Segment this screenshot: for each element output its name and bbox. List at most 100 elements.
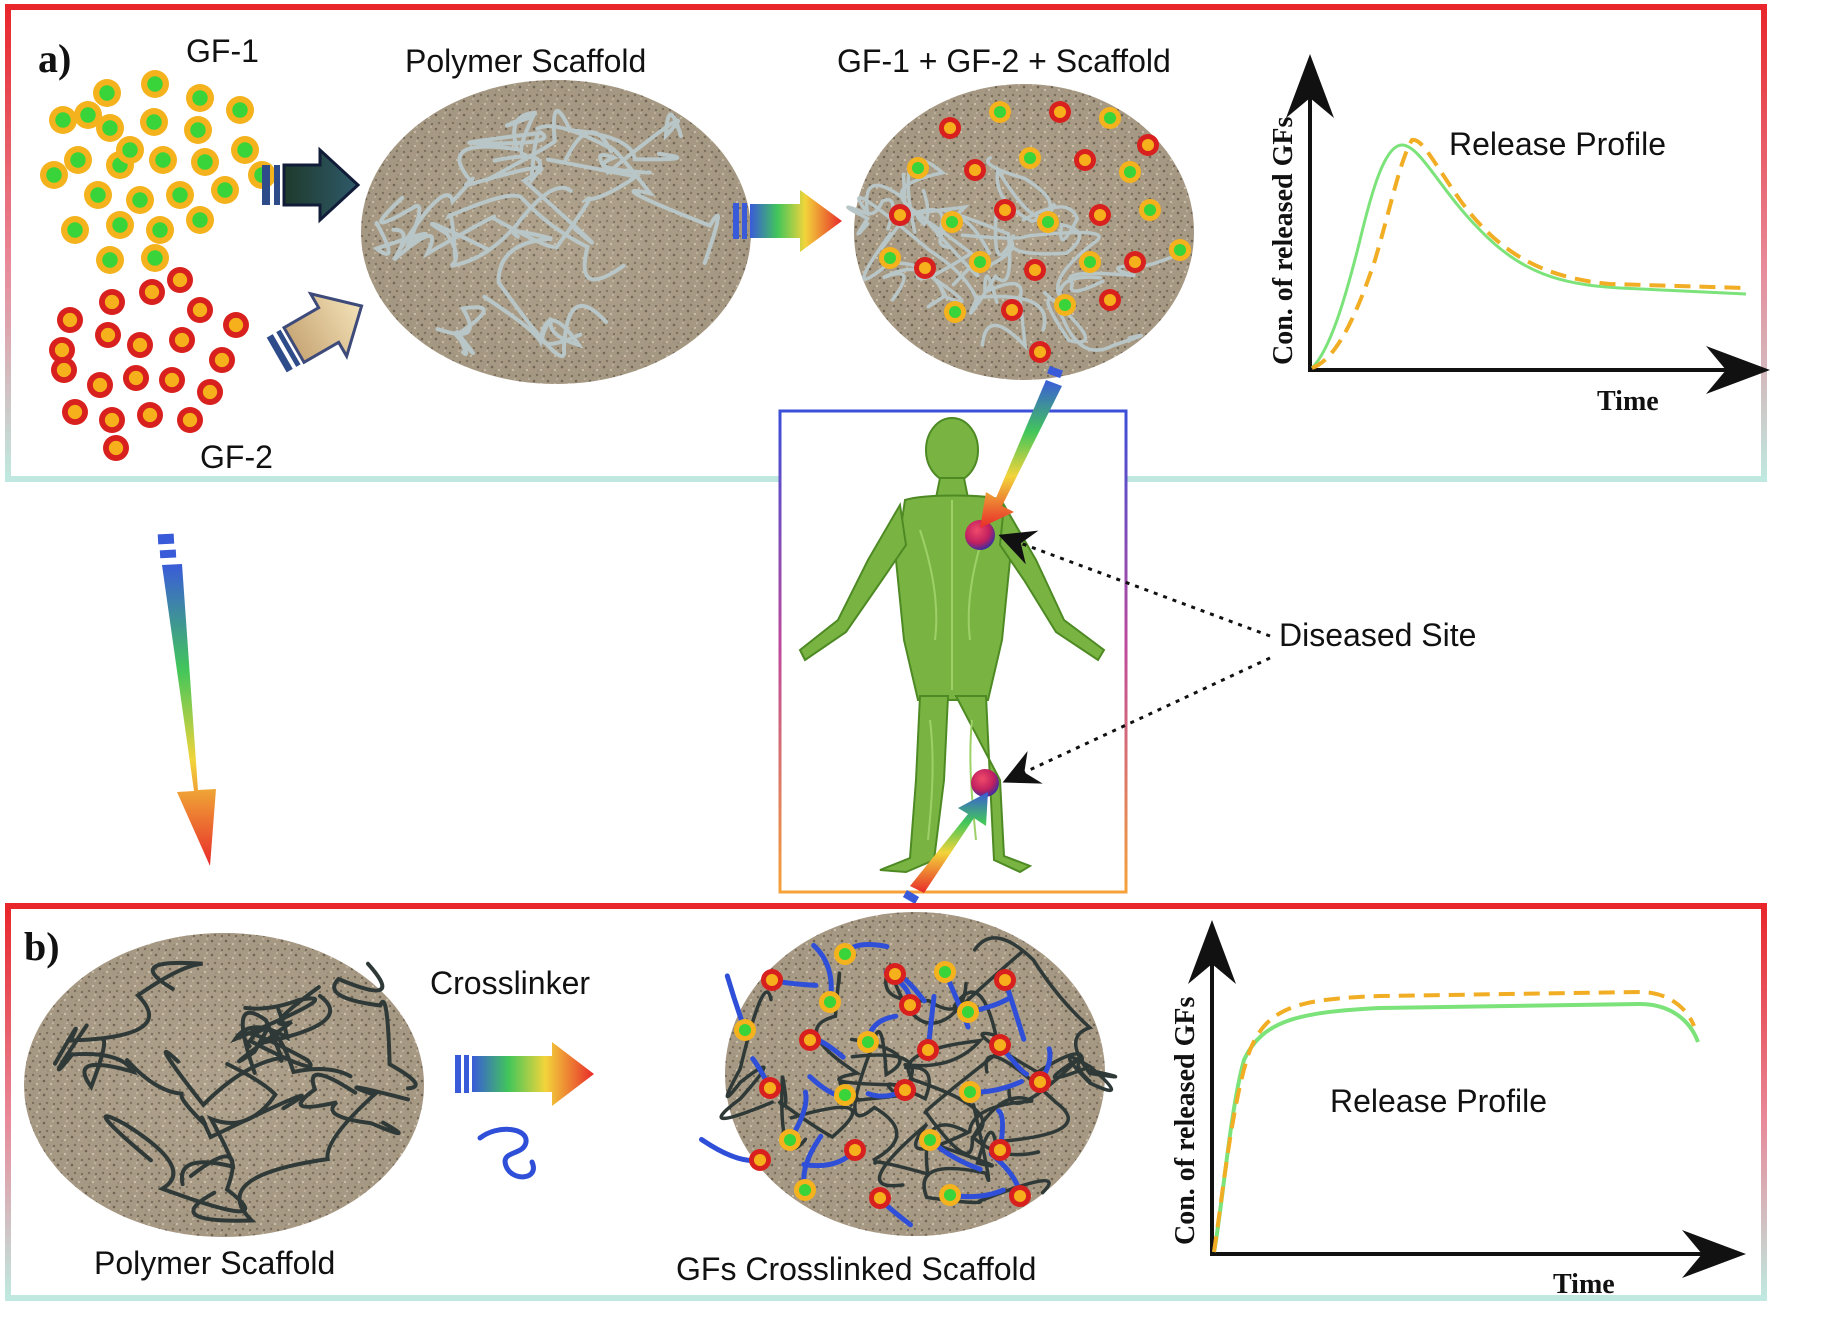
gf2-particle <box>1024 259 1046 281</box>
chart-a-xlabel: Time <box>1597 386 1659 417</box>
gf1-particle <box>919 1129 941 1151</box>
polymer-fiber <box>952 990 1092 1084</box>
polymer-fiber <box>163 1010 284 1108</box>
gf2-particle <box>103 435 129 461</box>
gf1-label: GF-1 <box>186 33 259 69</box>
gf2-particle <box>749 1149 771 1171</box>
gf2-particle <box>1137 134 1159 156</box>
gf2-particle <box>1049 101 1071 123</box>
polymer-scaffold-bottom <box>24 933 424 1237</box>
polymer-fiber <box>399 165 594 250</box>
gf2-particle <box>1099 289 1121 311</box>
polymer-fiber <box>179 1062 278 1187</box>
gf2-particle <box>1124 251 1146 273</box>
polymer-fiber <box>484 108 680 183</box>
polymer-scaffold-top <box>361 80 751 384</box>
gf2-particle <box>894 1079 916 1101</box>
gf1-particle <box>141 244 169 272</box>
chart-b-series-orange <box>1212 989 1696 1253</box>
polymer-fiber <box>598 112 683 176</box>
polymer-fiber <box>862 210 947 309</box>
gf1-particle <box>141 70 169 98</box>
diseased-site-heart <box>965 520 995 550</box>
gf2-particle <box>989 1034 1011 1056</box>
gf1-particle <box>834 1084 856 1106</box>
gf1-particle <box>907 157 929 179</box>
gf1-particle <box>184 116 212 144</box>
gf2-particle <box>99 407 125 433</box>
gf1-particle <box>74 101 102 129</box>
gf2-particle <box>761 969 783 991</box>
gf2-to-scaffold-arrow <box>266 291 364 373</box>
gf1-particle <box>794 1179 816 1201</box>
gf1-particle <box>1054 294 1076 316</box>
gf2-particle <box>139 279 165 305</box>
gf2-particle-cluster <box>49 267 249 461</box>
gf1-particle <box>1139 199 1161 221</box>
gf2-particle <box>197 379 223 405</box>
chart-a-series-orange <box>1311 137 1747 370</box>
gf2-particle <box>159 367 185 393</box>
gf2-particle <box>51 357 77 383</box>
gf1-particle <box>146 216 174 244</box>
polymer-fiber <box>972 936 1117 1079</box>
gf1-particle <box>944 301 966 323</box>
gf1-particle <box>934 961 956 983</box>
gf2-particle <box>939 117 961 139</box>
gf2-particle <box>989 1139 1011 1161</box>
gf2-particle <box>1029 341 1051 363</box>
polymer-fiber <box>372 195 428 256</box>
panel-b-frame <box>5 903 1767 1301</box>
gf1-particle <box>191 148 219 176</box>
gf2-particle <box>917 1039 939 1061</box>
gf1-particle <box>126 186 154 214</box>
gf1-particle <box>734 1019 756 1041</box>
polymer-fiber <box>960 230 1102 297</box>
gf1-particle <box>1079 251 1101 273</box>
gf2-particle <box>127 332 153 358</box>
gf1-particle <box>957 1001 979 1023</box>
crosslinked-label: GFs Crosslinked Scaffold <box>676 1251 1036 1287</box>
gf2-particle <box>223 312 249 338</box>
gf2-particle <box>87 372 113 398</box>
scaffold-label-bottom: Polymer Scaffold <box>94 1245 335 1281</box>
polymer-fiber <box>922 1103 1051 1205</box>
polymer-fiber <box>445 193 626 282</box>
scaffold-label-top: Polymer Scaffold <box>405 43 646 79</box>
gf-crosslinked-scaffold <box>699 912 1117 1236</box>
crosslinker-arrow <box>455 1042 594 1106</box>
gf2-particle <box>869 1187 891 1209</box>
gf1-particle <box>116 136 144 164</box>
gf2-particle <box>994 199 1016 221</box>
diseased-site-knee <box>971 769 999 797</box>
polymer-fiber <box>903 1038 1041 1157</box>
polymer-fiber <box>719 990 774 1121</box>
gf2-particle <box>1074 149 1096 171</box>
gf2-particle <box>57 307 83 333</box>
gf1-particle <box>186 84 214 112</box>
release-profile-chart-b: Con. of released GFs Time Release Profil… <box>1170 920 1746 1300</box>
chart-a-series-green <box>1310 143 1747 370</box>
gf1-particle <box>186 206 214 234</box>
gf1-particle <box>96 114 124 142</box>
pointer-line-heart <box>998 530 1271 638</box>
gf2-particle <box>49 337 75 363</box>
polymer-fiber <box>237 985 333 1064</box>
gf2-particle <box>844 1139 866 1161</box>
combined-label: GF-1 + GF-2 + Scaffold <box>837 43 1171 79</box>
chart-b-title: Release Profile <box>1330 1083 1547 1119</box>
gf1-particle <box>1169 239 1191 261</box>
gf2-particle <box>1029 1071 1051 1093</box>
gf1-particle <box>49 106 77 134</box>
gf1-particle <box>84 181 112 209</box>
gf2-particle <box>1001 299 1023 321</box>
gf2-particle <box>964 159 986 181</box>
crosslinker-label: Crosslinker <box>430 965 590 1001</box>
gf2-particle <box>167 267 193 293</box>
gf2-particle <box>994 969 1016 991</box>
release-profile-chart-a: Con. of released GFs Time Release Profil… <box>1268 54 1770 417</box>
gf2-particle <box>884 963 906 985</box>
gf1-particle <box>819 991 841 1013</box>
gf2-particle <box>62 399 88 425</box>
